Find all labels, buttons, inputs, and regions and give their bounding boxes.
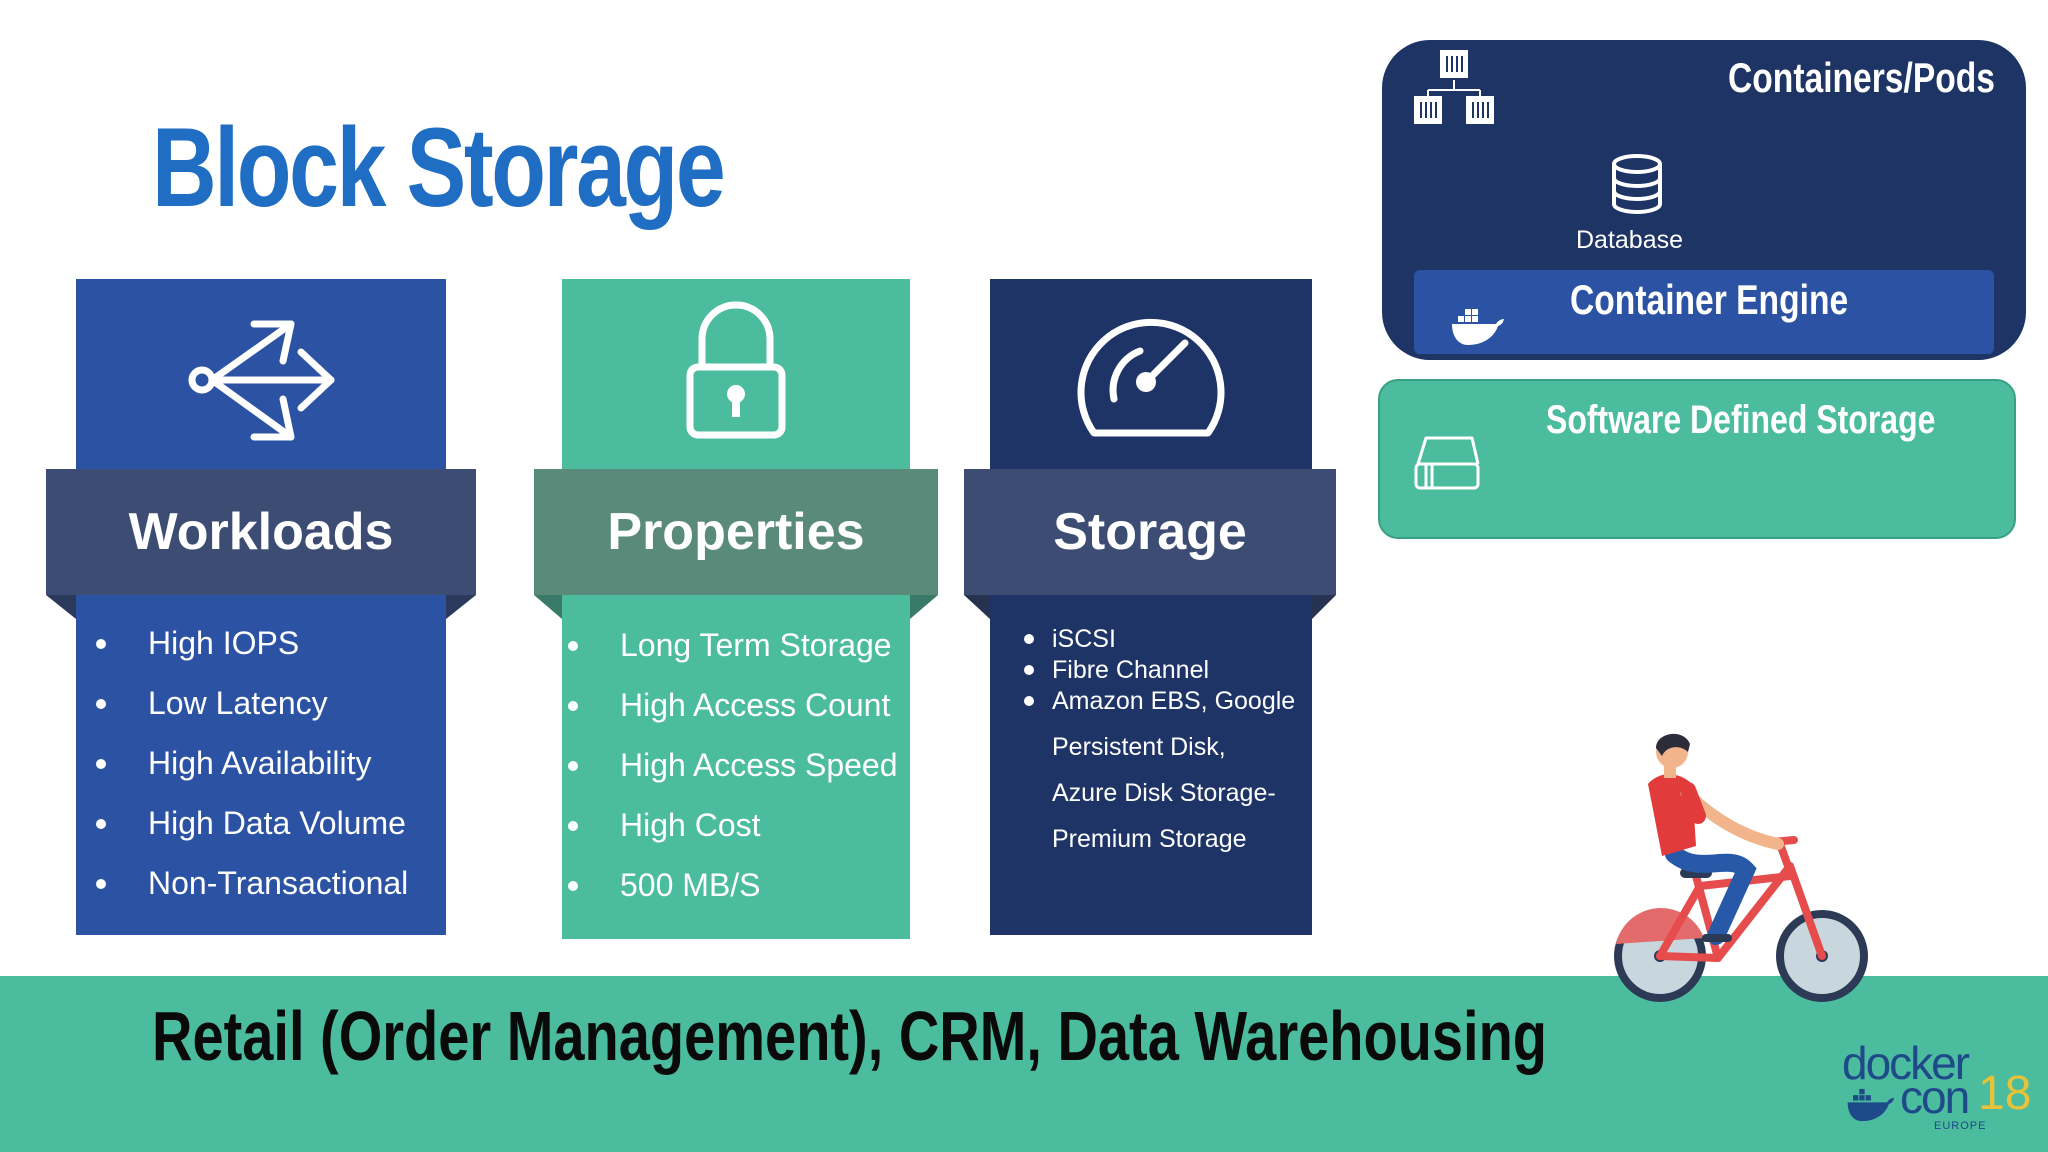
- database-icon: [1610, 154, 1664, 221]
- storage-heading: Storage: [964, 469, 1336, 595]
- container-engine-label: Container Engine: [1570, 276, 1849, 323]
- list-item: Fibre Channel: [990, 656, 1312, 687]
- hard-drive-icon: [1412, 434, 1482, 497]
- database-label: Database: [1576, 226, 1684, 254]
- workloads-fold-right: [446, 595, 476, 619]
- properties-list: Long Term Storage High Access Count High…: [562, 627, 910, 927]
- workloads-card-body: High IOPS Low Latency High Availability …: [76, 595, 446, 935]
- padlock-icon: [686, 301, 786, 439]
- list-item: Long Term Storage: [562, 627, 910, 687]
- storage-continuation-3: Premium Storage: [1052, 825, 1247, 853]
- list-item: High Data Volume: [76, 805, 446, 865]
- list-item: High Access Speed: [562, 747, 910, 807]
- dockercon-logo: docker con 18 EUROPE: [1838, 1040, 2038, 1140]
- properties-heading: Properties: [534, 469, 938, 595]
- logo-whale-icon: [1844, 1088, 1896, 1127]
- storage-continuation-2: Azure Disk Storage-: [1052, 779, 1276, 807]
- arrow-split-icon: [188, 320, 335, 441]
- workloads-fold-left: [46, 595, 76, 619]
- list-item: High IOPS: [76, 625, 446, 685]
- storage-continuation-1: Persistent Disk,: [1052, 733, 1226, 761]
- container-engine-bar: [1414, 270, 1994, 354]
- properties-card-top: [562, 279, 910, 469]
- storage-fold-left: [964, 595, 990, 619]
- storage-list: iSCSI Fibre Channel Amazon EBS, Google: [990, 625, 1312, 718]
- logo-year: 18: [1978, 1067, 2032, 1120]
- software-defined-storage-panel: [1378, 379, 2016, 539]
- logo-region: EUROPE: [1934, 1120, 1987, 1132]
- containers-pods-label: Containers/Pods: [1728, 54, 1995, 101]
- list-item: Low Latency: [76, 685, 446, 745]
- storage-card-top: [990, 279, 1312, 469]
- workloads-list: High IOPS Low Latency High Availability …: [76, 625, 446, 925]
- properties-fold-right: [910, 595, 938, 619]
- page-title: Block Storage: [152, 105, 726, 230]
- logo-word-docker: docker: [1842, 1037, 1970, 1089]
- list-item: High Access Count: [562, 687, 910, 747]
- list-item: 500 MB/S: [562, 867, 910, 927]
- logo-word-con: con: [1900, 1071, 1970, 1123]
- list-item: iSCSI: [990, 625, 1312, 656]
- cyclist-illustration: [1600, 726, 1890, 1021]
- storage-fold-right: [1312, 595, 1336, 619]
- storage-card-body: iSCSI Fibre Channel Amazon EBS, Google P…: [990, 595, 1312, 935]
- use-cases-text: Retail (Order Management), CRM, Data War…: [152, 997, 1547, 1075]
- list-item: Amazon EBS, Google: [990, 687, 1312, 718]
- pods-cluster-icon: [1412, 48, 1496, 133]
- workloads-heading: Workloads: [46, 469, 476, 595]
- workloads-card-top: [76, 279, 446, 469]
- docker-whale-icon: [1450, 308, 1504, 351]
- list-item: Non-Transactional: [76, 865, 446, 925]
- bottom-band: [0, 976, 2048, 1152]
- list-item: High Cost: [562, 807, 910, 867]
- properties-fold-left: [534, 595, 562, 619]
- list-item: High Availability: [76, 745, 446, 805]
- software-defined-storage-label: Software Defined Storage: [1546, 398, 1936, 442]
- speedometer-icon: [1077, 318, 1225, 437]
- properties-card-body: Long Term Storage High Access Count High…: [562, 595, 910, 939]
